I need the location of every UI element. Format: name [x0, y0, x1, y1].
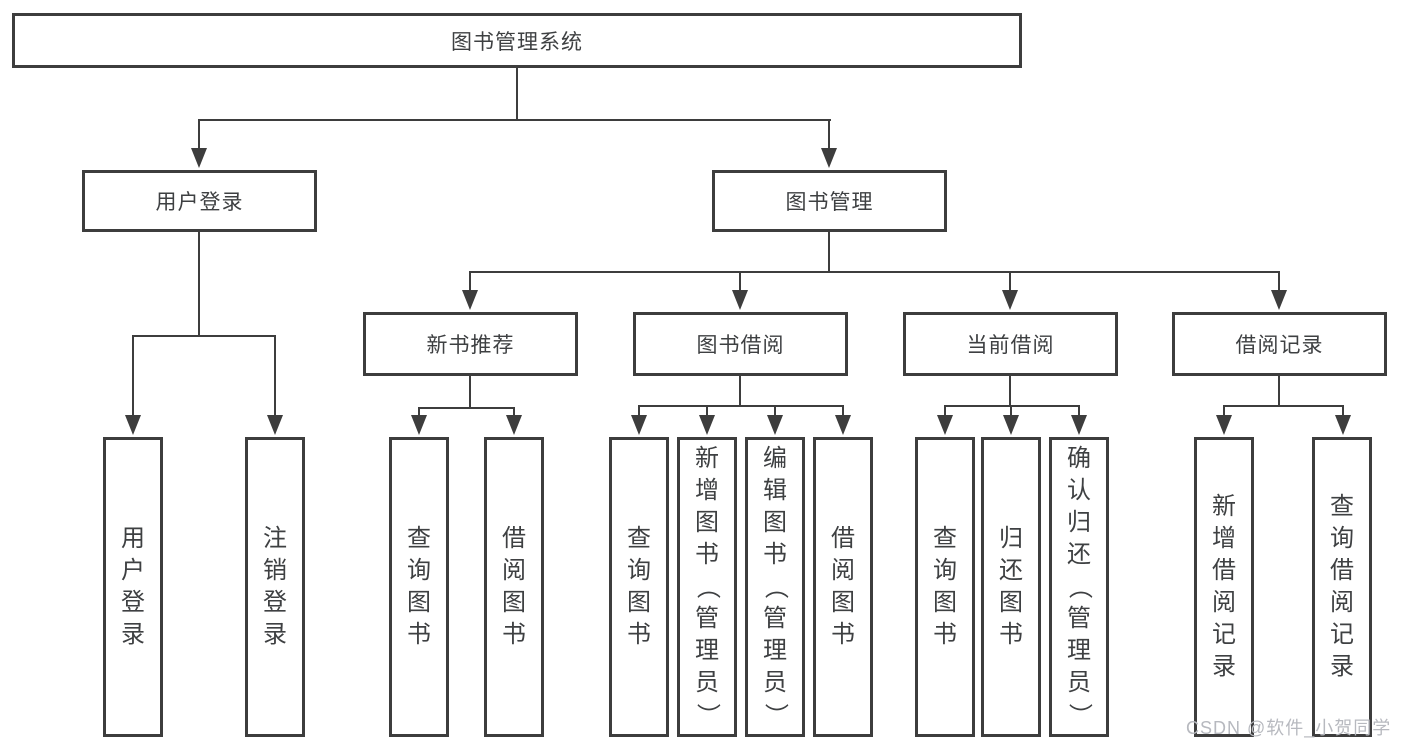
connector [1009, 271, 1011, 293]
connector [1009, 376, 1011, 407]
leaf-label: 查询图书 [933, 525, 957, 648]
connector [828, 119, 830, 151]
node-book-borrowing: 图书借阅 [633, 312, 848, 376]
node-label: 图书借阅 [696, 334, 785, 357]
connector [1010, 405, 1012, 418]
leaf-query-borrow-record: 查询借阅记录 [1312, 437, 1372, 737]
leaf-label: 借阅图书 [831, 525, 855, 648]
connector [1078, 405, 1080, 418]
connector [469, 271, 471, 293]
connector [1278, 376, 1280, 407]
connector [469, 271, 1280, 273]
arrowhead-icon [1335, 415, 1351, 435]
node-new-book-recommendation: 新书推荐 [363, 312, 578, 376]
arrowhead-icon [125, 415, 141, 435]
arrowhead-icon [631, 415, 647, 435]
node-label: 图书管理 [785, 191, 874, 214]
leaf-return-books: 归还图书 [981, 437, 1041, 737]
node-label: 借阅记录 [1235, 334, 1324, 357]
node-label: 图书管理系统 [451, 30, 583, 54]
leaf-label: 新增图书（管理员） [694, 445, 721, 727]
arrowhead-icon [411, 415, 427, 435]
leaf-label: 确认归还（管理员） [1066, 445, 1093, 727]
arrowhead-icon [1002, 290, 1018, 310]
leaf-add-book-admin: 新增图书（管理员） [677, 437, 737, 737]
leaf-label: 用户登录 [121, 525, 145, 648]
connector [638, 405, 844, 407]
arrowhead-icon [462, 290, 478, 310]
node-user-login: 用户登录 [82, 170, 317, 232]
connector [638, 405, 640, 418]
leaf-add-borrow-record: 新增借阅记录 [1194, 437, 1254, 737]
connector [944, 405, 946, 418]
leaf-confirm-return-admin: 确认归还（管理员） [1049, 437, 1109, 737]
connector [944, 405, 1080, 407]
connector [1342, 405, 1344, 418]
arrowhead-icon [1003, 415, 1019, 435]
node-label: 当前借阅 [966, 334, 1055, 357]
arrowhead-icon [191, 148, 207, 168]
connector [418, 407, 420, 418]
connector [198, 119, 831, 121]
leaf-label: 查询借阅记录 [1330, 493, 1354, 680]
leaf-query-books-recommend: 查询图书 [389, 437, 449, 737]
leaf-query-books-current: 查询图书 [915, 437, 975, 737]
node-current-borrowing: 当前借阅 [903, 312, 1118, 376]
node-book-management: 图书管理 [712, 170, 947, 232]
leaf-label: 查询图书 [407, 525, 431, 648]
leaf-logout: 注销登录 [245, 437, 305, 737]
connector [706, 405, 708, 418]
leaf-label: 归还图书 [999, 525, 1023, 648]
arrowhead-icon [767, 415, 783, 435]
arrowhead-icon [835, 415, 851, 435]
connector [198, 119, 200, 151]
connector [132, 335, 134, 418]
arrowhead-icon [821, 148, 837, 168]
connector [842, 405, 844, 418]
leaf-user-login: 用户登录 [103, 437, 163, 737]
watermark: CSDN @软件_小贺同学 [1186, 718, 1392, 738]
arrowhead-icon [937, 415, 953, 435]
leaf-borrow-books-borrow: 借阅图书 [813, 437, 873, 737]
connector [1223, 405, 1225, 418]
connector [469, 376, 471, 408]
arrowhead-icon [267, 415, 283, 435]
leaf-edit-book-admin: 编辑图书（管理员） [745, 437, 805, 737]
connector [274, 335, 276, 418]
connector [1278, 271, 1280, 293]
node-library-system: 图书管理系统 [12, 13, 1022, 68]
arrowhead-icon [732, 290, 748, 310]
connector [198, 232, 200, 337]
leaf-label: 注销登录 [263, 525, 287, 648]
leaf-borrow-books-recommend: 借阅图书 [484, 437, 544, 737]
arrowhead-icon [1271, 290, 1287, 310]
leaf-label: 借阅图书 [502, 525, 526, 648]
connector [739, 271, 741, 293]
arrowhead-icon [1216, 415, 1232, 435]
connector [516, 68, 518, 120]
arrowhead-icon [699, 415, 715, 435]
connector [132, 335, 276, 337]
node-borrowing-records: 借阅记录 [1172, 312, 1387, 376]
leaf-label: 编辑图书（管理员） [762, 445, 789, 727]
arrowhead-icon [1071, 415, 1087, 435]
connector [1223, 405, 1343, 407]
connector [739, 376, 741, 407]
connector [774, 405, 776, 418]
connector [418, 407, 515, 409]
node-label: 用户登录 [155, 191, 244, 214]
arrowhead-icon [506, 415, 522, 435]
leaf-label: 新增借阅记录 [1212, 493, 1236, 680]
leaf-query-books-borrow: 查询图书 [609, 437, 669, 737]
connector [828, 232, 830, 273]
node-label: 新书推荐 [426, 334, 515, 357]
connector [513, 407, 515, 418]
leaf-label: 查询图书 [627, 525, 651, 648]
